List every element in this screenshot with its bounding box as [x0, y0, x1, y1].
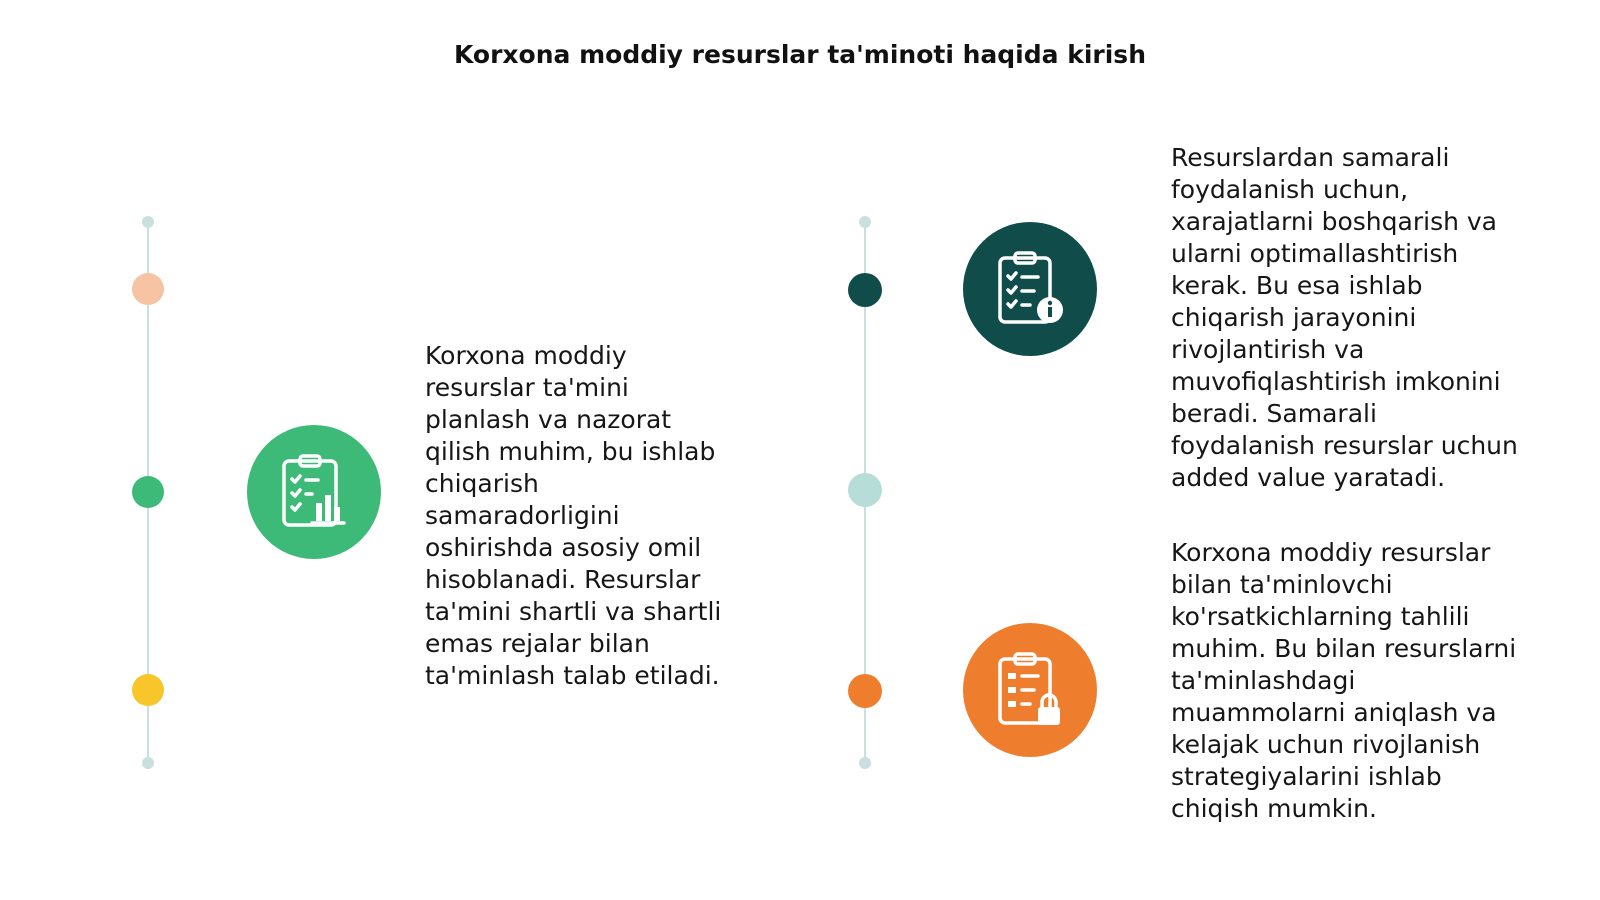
left-timeline-end-dot-bottom	[142, 757, 154, 769]
middle-timeline-dot-orange	[848, 674, 882, 708]
left-timeline-dot-yellow	[132, 674, 164, 706]
right-bottom-paragraph: Korxona moddiy resurslar bilan ta'minlov…	[1171, 538, 1517, 823]
clipboard-chart-icon	[247, 425, 381, 559]
right-top-paragraph: Resurslardan samarali foydalanish uchun,…	[1171, 143, 1518, 492]
middle-timeline-dot-dark-teal	[848, 273, 882, 307]
clipboard-info-icon	[963, 222, 1097, 356]
left-timeline-dot-peach	[132, 273, 164, 305]
page-title: Korxona moddiy resurslar ta'minoti haqid…	[453, 40, 1146, 69]
left-timeline-dot-green	[132, 476, 164, 508]
left-timeline-end-dot-top	[142, 216, 154, 228]
middle-timeline-dot-light-teal	[848, 473, 882, 507]
middle-timeline-end-dot-top	[859, 216, 871, 228]
left-paragraph: Korxona moddiy resurslar ta'mini planlas…	[425, 341, 722, 690]
middle-timeline-end-dot-bottom	[859, 757, 871, 769]
clipboard-lock-icon	[963, 623, 1097, 757]
